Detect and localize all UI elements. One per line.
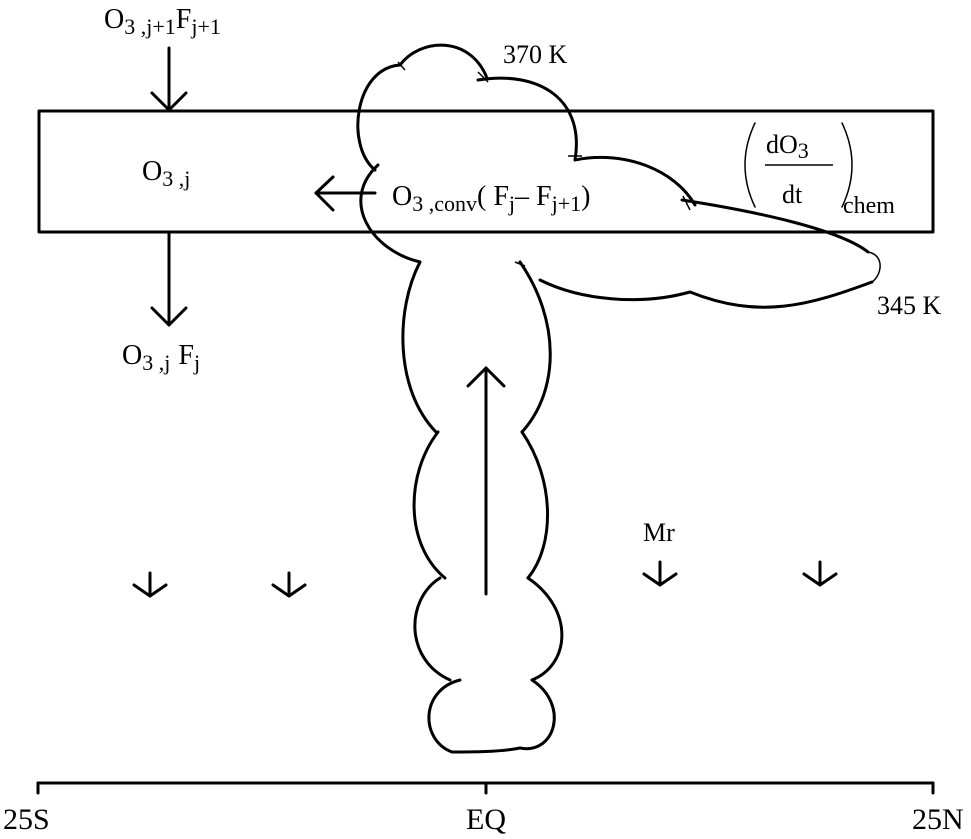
chem-numerator: dO3 xyxy=(766,130,809,163)
chem-subscript: chem xyxy=(843,193,895,219)
mr-label: Mr xyxy=(643,518,675,547)
updraft-arrow xyxy=(466,366,506,596)
axis-label-eq: EQ xyxy=(466,803,506,836)
model-layer-box xyxy=(37,109,935,234)
axis-label-25n: 25N xyxy=(912,803,964,836)
chemistry-term: dO3 dt chem xyxy=(744,122,895,219)
subsidence-arrow xyxy=(132,571,168,598)
subsidence-arrow xyxy=(802,560,838,587)
theta-345-label: 345 K xyxy=(877,291,942,320)
flux-in-arrow xyxy=(150,46,188,112)
convective-cloud xyxy=(356,43,881,754)
box-concentration-label: O3 ,j xyxy=(142,156,190,191)
subsidence-arrow xyxy=(271,571,307,598)
convective-flux-label: O3 ,conv( Fj– Fj+1) xyxy=(392,181,590,216)
chem-denominator: dt xyxy=(782,180,803,209)
theta-370-label: 370 K xyxy=(503,40,568,69)
latitude-axis: 25S EQ 25N xyxy=(3,781,964,836)
axis-label-25s: 25S xyxy=(3,803,50,836)
convective-outflow-arrow xyxy=(314,175,377,212)
subsidence-arrow xyxy=(642,560,678,587)
flux-in-label: O3 ,j+1Fj+1 xyxy=(104,4,221,39)
flux-out-arrow xyxy=(150,230,188,327)
